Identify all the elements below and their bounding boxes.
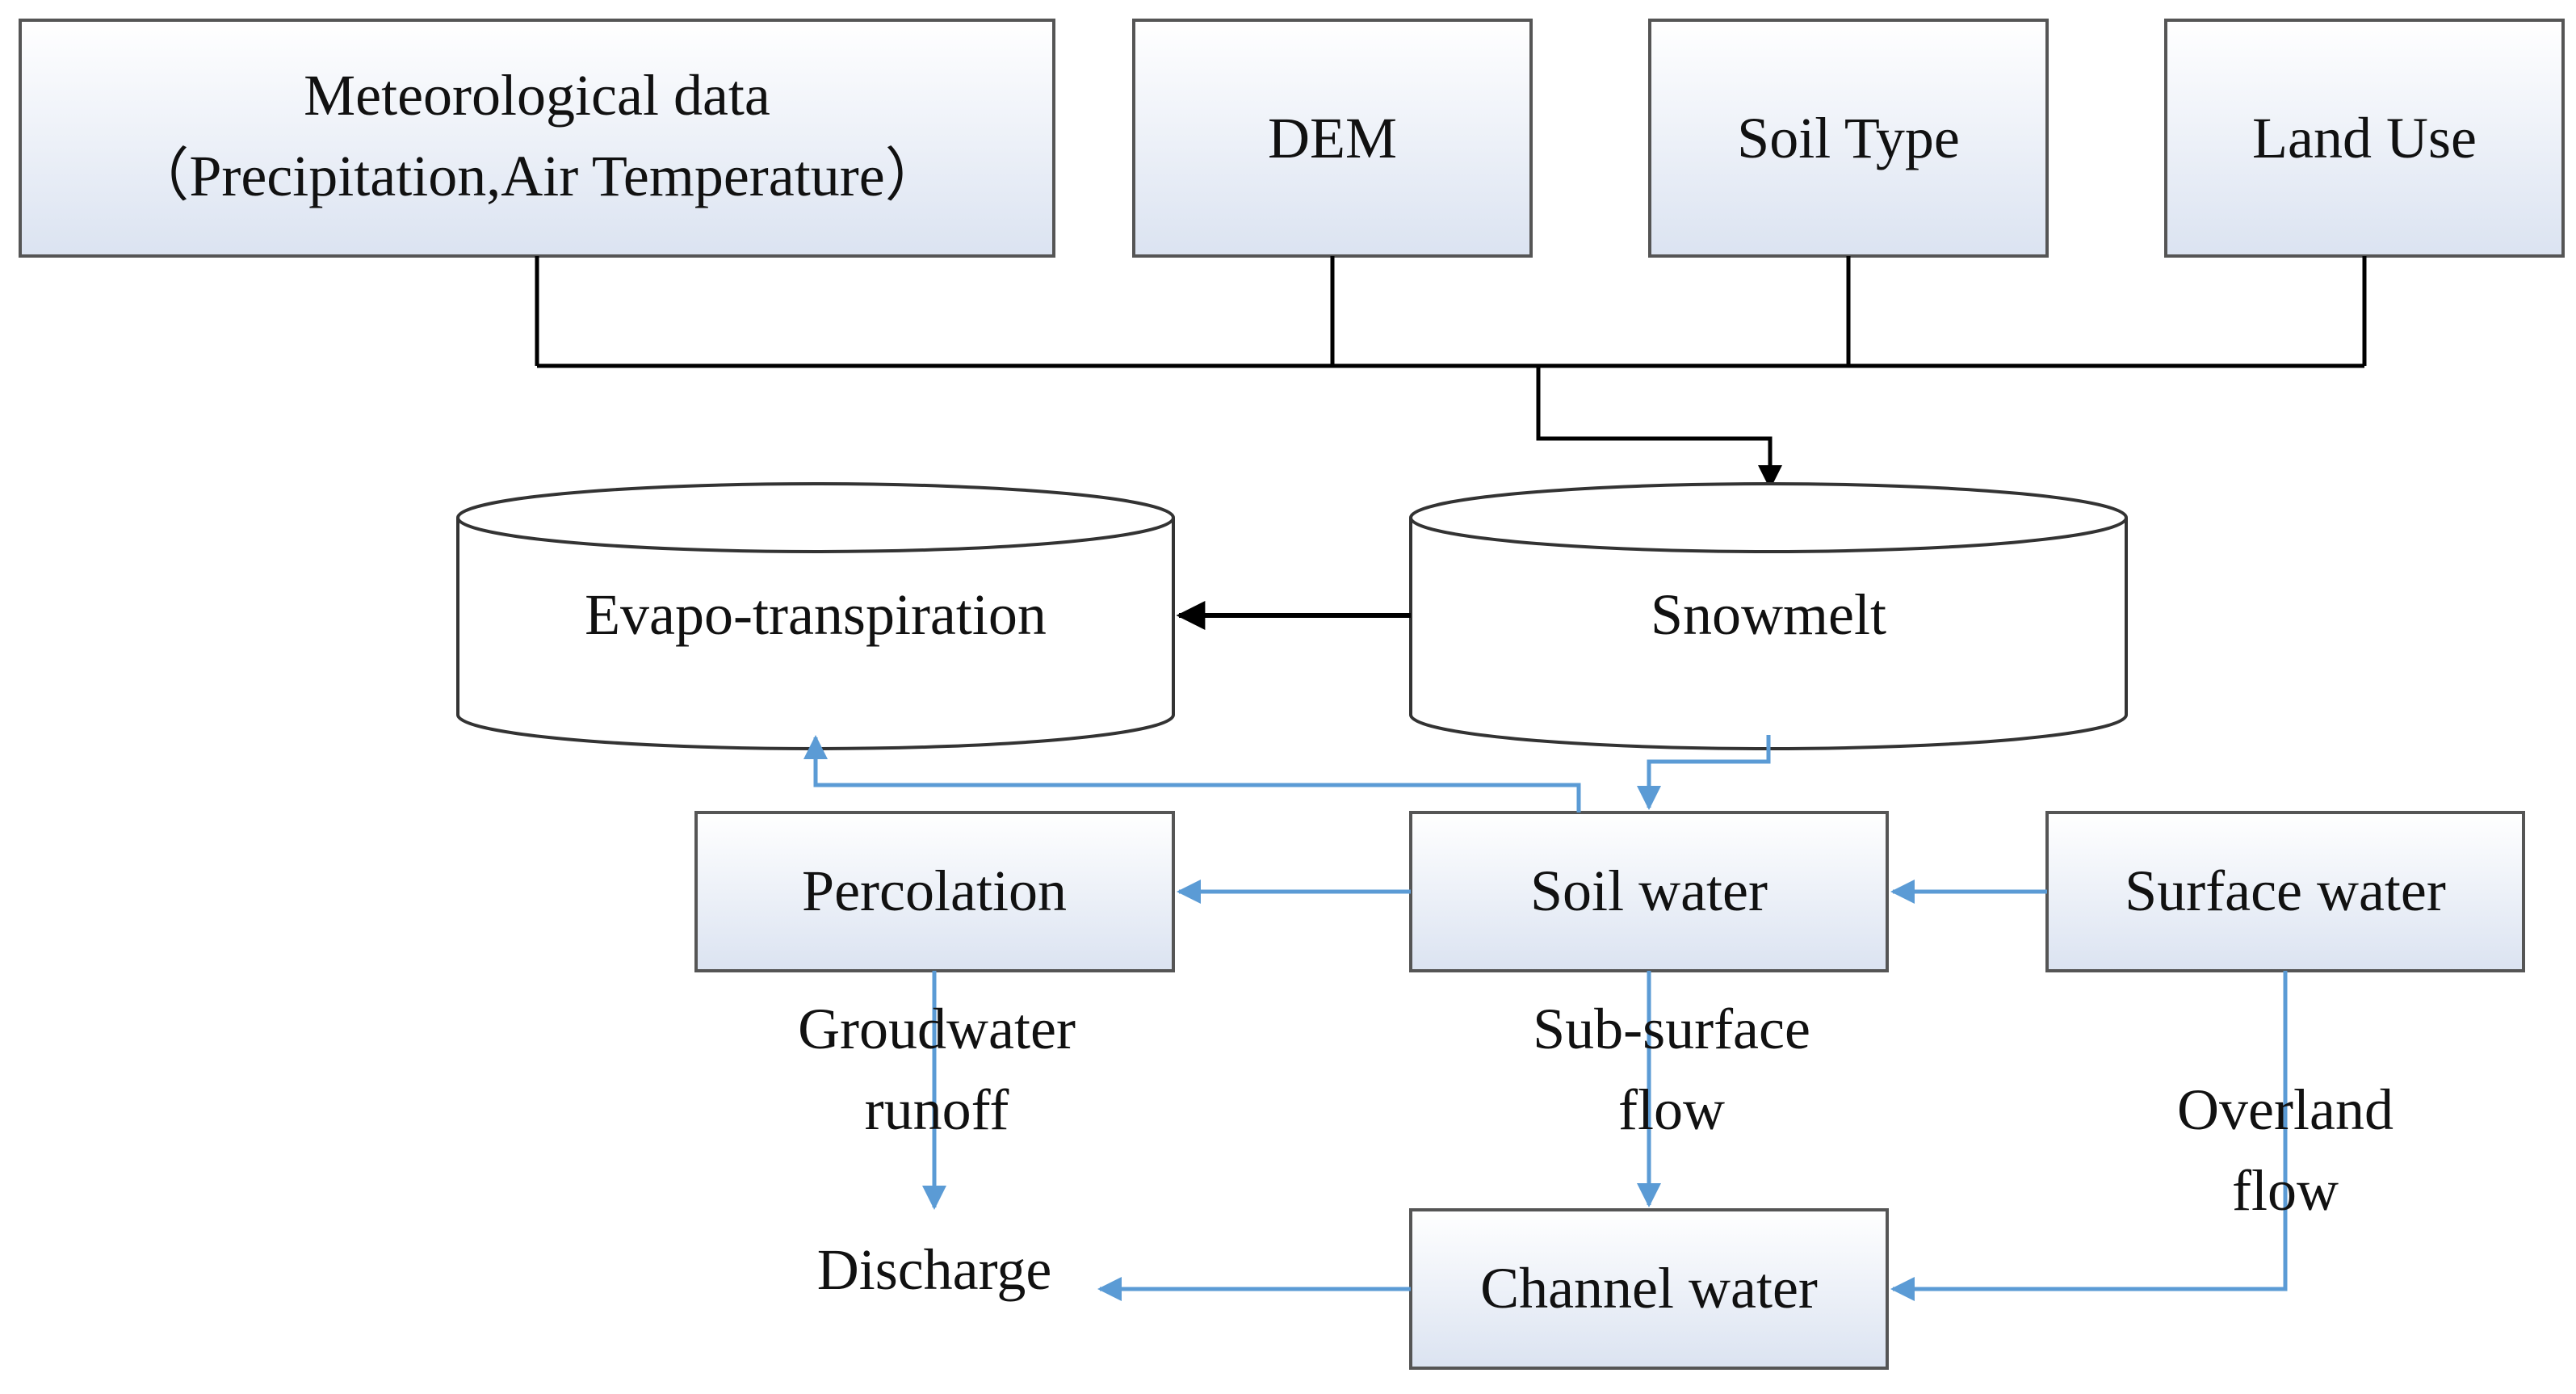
snowmelt-label: Snowmelt [1651,582,1886,647]
input-merge-connector [535,256,2367,489]
water-flow-arrows [803,735,2288,1301]
snowmelt-cylinder: Snowmelt [1409,482,2128,750]
subsurface-flow-label: Sub-surface [1533,997,1810,1061]
surface-water-box [2045,811,2525,972]
channel-water-label: Channel water [1480,1256,1818,1321]
land-use-label: Land Use [2252,106,2477,170]
soil-water-label: Soil water [1530,859,1768,923]
evapotranspiration-label: Evapo-transpiration [585,582,1047,647]
soil-type-label: Soil Type [1737,106,1960,170]
meteorological-data-label: Meteorological data [304,63,770,128]
overland-flow-arrow [1890,971,2288,1301]
snowmelt-to-soil-water-arrow [1637,735,1771,810]
meteorological-data-sublabel: （Precipitation,Air Temperature） [131,144,942,208]
evapotranspiration-cylinder: Evapo-transpiration [456,482,1175,750]
groundwater-runoff-sublabel: runoff [865,1077,1009,1142]
meteorological-data-box [19,19,1055,258]
percolation-box [694,811,1175,972]
groundwater-runoff-label: Groudwater [798,997,1076,1061]
overland-flow-sublabel: flow [2232,1158,2339,1223]
dem-label: DEM [1268,106,1397,170]
discharge-label: Discharge [817,1237,1052,1302]
overland-flow-label: Overland [2177,1077,2393,1142]
percolation-label: Percolation [802,859,1067,923]
land-use-box [2164,19,2565,258]
soil-water-to-evapotranspiration-arrow [803,735,1581,812]
soil-water-box [1409,811,1889,972]
surface-water-label: Surface water [2125,859,2446,923]
subsurface-flow-sublabel: flow [1618,1077,1725,1142]
dem-box [1132,19,1533,258]
soil-type-box [1648,19,2049,258]
channel-water-box [1409,1208,1889,1370]
